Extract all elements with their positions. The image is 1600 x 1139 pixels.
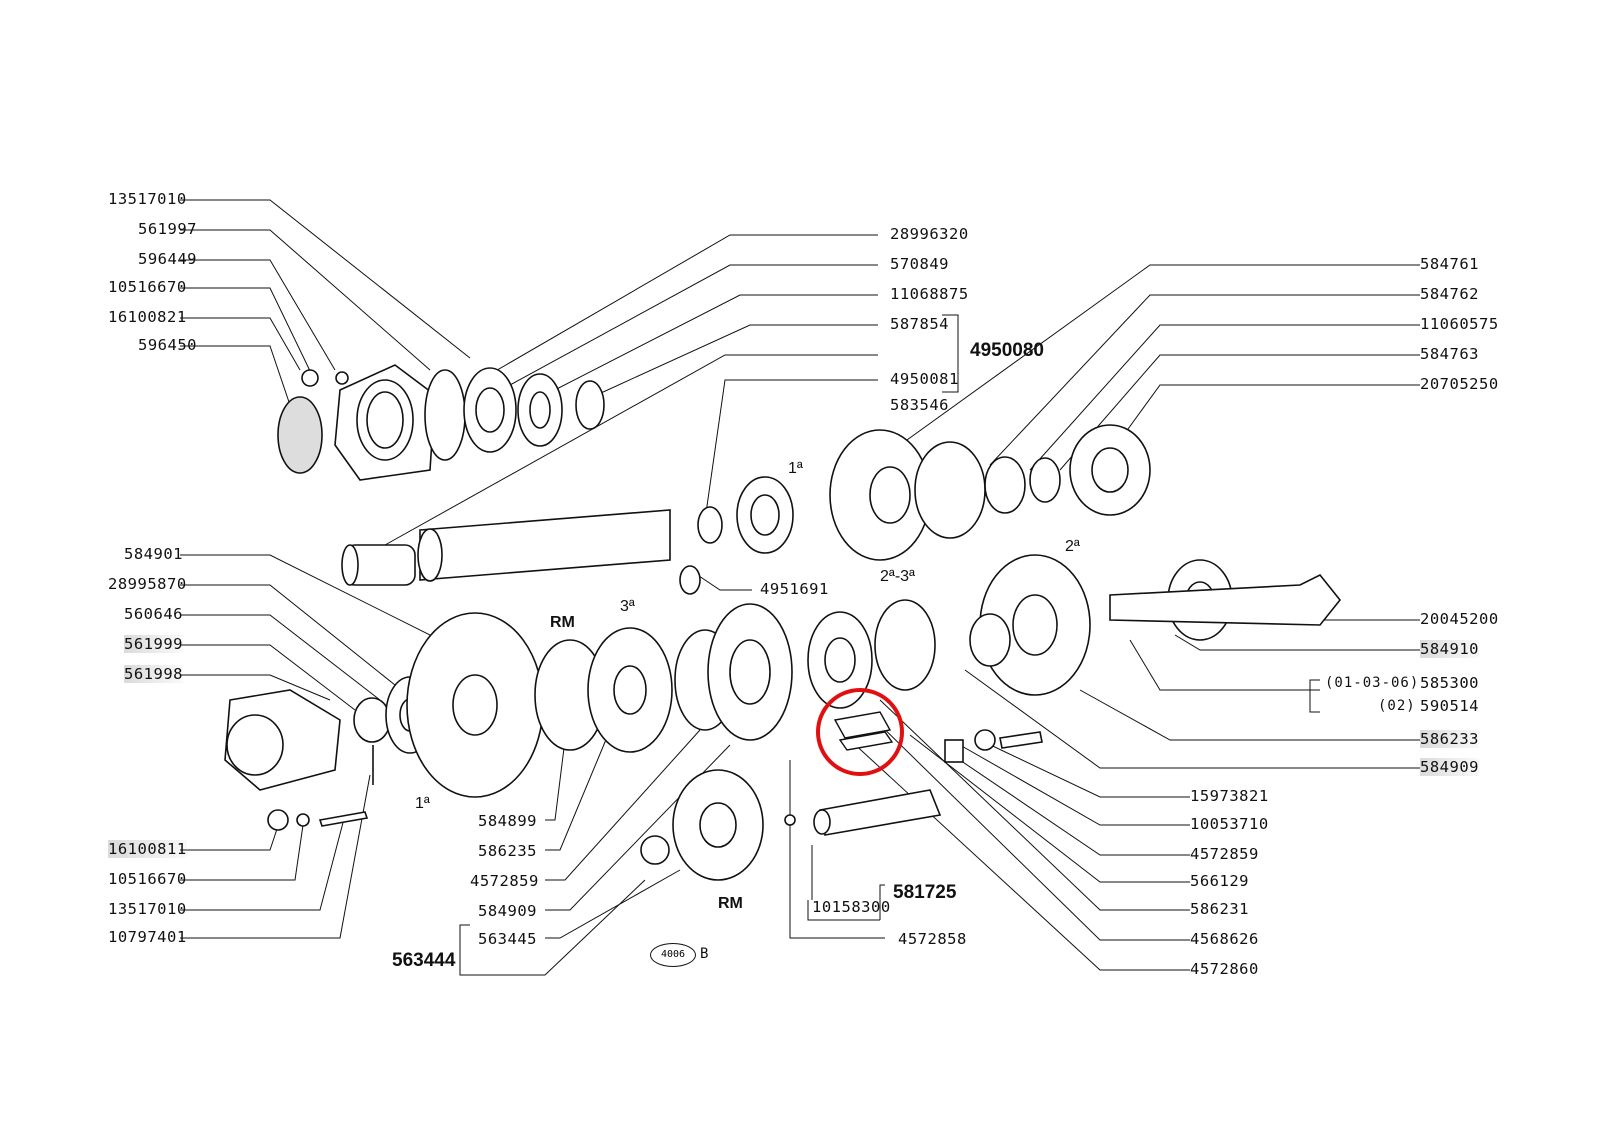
part-label: 561997 xyxy=(138,220,197,238)
part-label: 10516670 xyxy=(108,278,187,296)
part-label: 587854 xyxy=(890,315,949,333)
part-label: 20705250 xyxy=(1420,375,1499,393)
part-label: 4572859 xyxy=(1190,845,1259,863)
part-label: 4951691 xyxy=(760,580,829,598)
part-label: 584761 xyxy=(1420,255,1479,273)
gear-label-third: 3ª xyxy=(620,598,635,615)
part-label: 584763 xyxy=(1420,345,1479,363)
part-label: 584899 xyxy=(478,812,537,830)
part-label: 16100811 xyxy=(108,840,187,858)
part-label: 13517010 xyxy=(108,190,187,208)
part-label: 570849 xyxy=(890,255,949,273)
part-label: 584909 xyxy=(478,902,537,920)
variant-code: (02) xyxy=(1378,698,1416,714)
drawing-stamp: 4006 xyxy=(650,943,696,967)
gear-label-first: 1ª xyxy=(415,795,430,812)
part-label: 4568626 xyxy=(1190,930,1259,948)
gear-label-second-third: 2ª-3ª xyxy=(880,568,915,585)
part-label: 561999 xyxy=(124,635,183,653)
gear-label-reverse: RM xyxy=(718,895,743,912)
part-label: 596450 xyxy=(138,336,197,354)
gear-label-second: 2ª xyxy=(1065,538,1080,555)
group-label-563444: 563444 xyxy=(392,950,456,971)
part-label: 10158300 xyxy=(812,898,891,916)
part-label: 586233 xyxy=(1420,730,1479,748)
part-label: 584901 xyxy=(124,545,183,563)
part-label: 4572860 xyxy=(1190,960,1259,978)
part-label: 28996320 xyxy=(890,225,969,243)
part-label: 563445 xyxy=(478,930,537,948)
part-label: 560646 xyxy=(124,605,183,623)
variant-code: (01-03-06) xyxy=(1325,675,1420,691)
gear-label-first: 1ª xyxy=(788,460,803,477)
part-label: 28995870 xyxy=(108,575,187,593)
part-label: 11060575 xyxy=(1420,315,1499,333)
part-label: 20045200 xyxy=(1420,610,1499,628)
part-label: 10516670 xyxy=(108,870,187,888)
group-label-581725: 581725 xyxy=(893,882,957,903)
part-label: 13517010 xyxy=(108,900,187,918)
part-label: 590514 xyxy=(1420,697,1479,715)
part-label: 10797401 xyxy=(108,928,187,946)
part-label: 4572859 xyxy=(470,872,539,890)
part-label: 11068875 xyxy=(890,285,969,303)
part-label: 585300 xyxy=(1420,674,1479,692)
part-label: 4950081 xyxy=(890,370,959,388)
part-label: 15973821 xyxy=(1190,787,1269,805)
part-label: 561998 xyxy=(124,665,183,683)
part-label: 566129 xyxy=(1190,872,1249,890)
highlight-circle xyxy=(816,688,904,776)
part-label: 16100821 xyxy=(108,308,187,326)
part-label: 596449 xyxy=(138,250,197,268)
part-label: 10053710 xyxy=(1190,815,1269,833)
gear-label-reverse: RM xyxy=(550,614,575,631)
part-label: 4572858 xyxy=(898,930,967,948)
part-label: 586231 xyxy=(1190,900,1249,918)
drawing-stamp-letter: B xyxy=(700,946,710,962)
part-label: 584762 xyxy=(1420,285,1479,303)
part-label: 586235 xyxy=(478,842,537,860)
part-label: 584909 xyxy=(1420,758,1479,776)
group-label-4950080: 4950080 xyxy=(970,340,1044,361)
part-label: 584910 xyxy=(1420,640,1479,658)
part-label: 583546 xyxy=(890,396,949,414)
